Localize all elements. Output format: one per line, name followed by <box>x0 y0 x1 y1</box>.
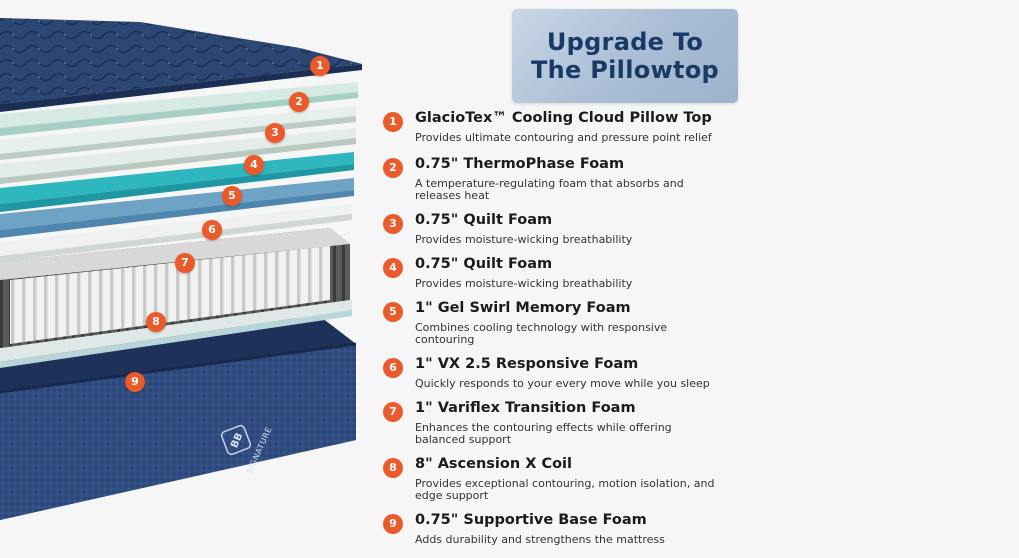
layer-number-badge: 8 <box>383 458 403 478</box>
pillow-top-layer <box>0 18 362 104</box>
layer-title: 1" Variflex Transition Foam <box>415 400 636 416</box>
mattress-layers-illustration: BB SIGNATURE <box>0 18 362 520</box>
callout-marker-2: 2 <box>289 92 309 112</box>
layer-title: 1" Gel Swirl Memory Foam <box>415 300 631 316</box>
layer-description: Provides ultimate contouring and pressur… <box>415 131 712 144</box>
base-front-border <box>0 344 356 520</box>
layer-description: Quickly responds to your every move whil… <box>415 377 710 390</box>
layer-description: Provides moisture-wicking breathability <box>415 233 633 246</box>
heading-banner: Upgrade To The Pillowtop <box>512 9 738 103</box>
layer-number-badge: 2 <box>383 158 403 178</box>
layer-description: Combines cooling technology with respons… <box>415 321 668 346</box>
layer-number-badge: 1 <box>383 112 403 132</box>
layer-number-badge: 7 <box>383 402 403 422</box>
gel-swirl-foam-layer <box>0 152 354 204</box>
layer-title: 0.75" Supportive Base Foam <box>415 512 647 528</box>
layer-number-badge: 9 <box>383 514 403 534</box>
responsive-foam-layer <box>0 178 354 230</box>
layer-number-badge: 5 <box>383 302 403 322</box>
transition-foam-layer <box>0 204 352 256</box>
layer-description: Provides exceptional contouring, motion … <box>415 477 715 502</box>
callout-marker-9: 9 <box>125 372 145 392</box>
callout-marker-8: 8 <box>146 312 166 332</box>
layer-number-badge: 4 <box>383 258 403 278</box>
page-title: Upgrade To The Pillowtop <box>531 28 719 84</box>
layer-number-badge: 6 <box>383 358 403 378</box>
layer-title: 1" VX 2.5 Responsive Foam <box>415 356 639 372</box>
layer-description: Adds durability and strengthens the matt… <box>415 533 665 546</box>
callout-marker-4: 4 <box>244 155 264 175</box>
layer-number-badge: 3 <box>383 214 403 234</box>
title-line-1: Upgrade To <box>546 28 704 56</box>
callout-marker-5: 5 <box>222 186 242 206</box>
quilt-foam-layer-a <box>0 106 356 154</box>
layer-description: A temperature-regulating foam that absor… <box>415 177 684 202</box>
base-foam-layer <box>0 300 352 362</box>
layer-description: Provides moisture-wicking breathability <box>415 277 633 290</box>
layer-description: Enhances the contouring effects while of… <box>415 421 672 446</box>
layer-title: 0.75" Quilt Foam <box>415 212 553 228</box>
layer-title: 8" Ascension X Coil <box>415 456 573 472</box>
callout-marker-6: 6 <box>202 220 222 240</box>
thermophase-foam-layer <box>0 82 358 128</box>
callout-marker-3: 3 <box>265 123 285 143</box>
layer-title: 0.75" ThermoPhase Foam <box>415 156 625 172</box>
layer-title: 0.75" Quilt Foam <box>415 256 553 272</box>
callout-marker-7: 7 <box>175 253 195 273</box>
callout-marker-1: 1 <box>310 56 330 76</box>
layer-title: GlacioTex™ Cooling Cloud Pillow Top <box>415 110 712 126</box>
quilt-foam-layer-b <box>0 128 356 178</box>
title-line-2: The Pillowtop <box>530 56 720 84</box>
